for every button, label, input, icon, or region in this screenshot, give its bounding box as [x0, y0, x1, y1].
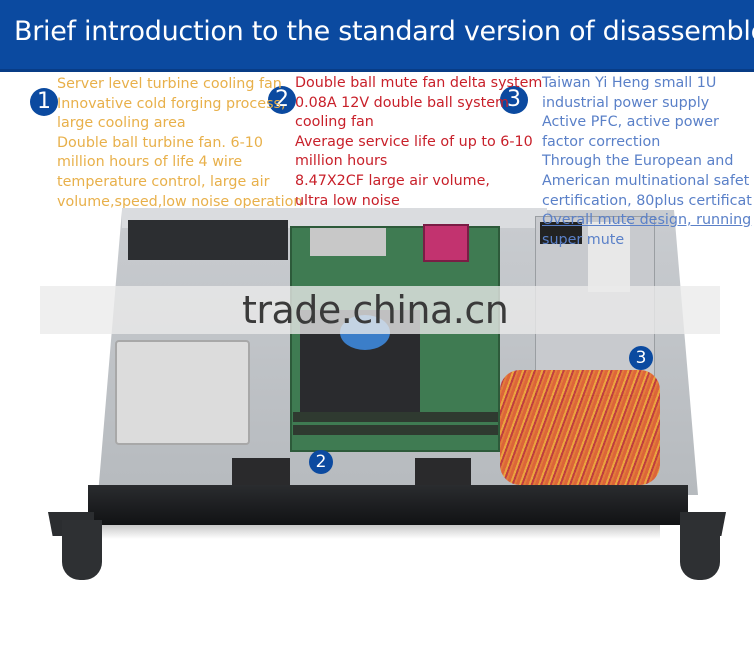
handle-left	[62, 520, 102, 580]
parallel-port	[423, 224, 469, 262]
front-fan	[415, 458, 471, 488]
callout-2-line: 0.08A 12V double ball system	[295, 94, 509, 111]
page-title: Brief introduction to the standard versi…	[14, 16, 754, 47]
callout-badge-1: 1	[30, 88, 58, 116]
callout-3-line: super mute	[542, 231, 625, 248]
callout-3-line: Through the European and	[542, 153, 734, 170]
callout-badge-3: 3	[500, 86, 528, 114]
callout-3-line: Overall mute design, running	[542, 212, 752, 229]
callout-1-line: temperature control, large air	[57, 173, 270, 190]
callout-3-line: factor correction	[542, 133, 661, 150]
callout-1-line: Server level turbine cooling fan	[57, 76, 282, 92]
psu-wire-bundle	[500, 370, 660, 485]
callout-3-line: industrial power supply	[542, 94, 710, 111]
ram-slot	[293, 412, 498, 422]
callout-badge-2: 2	[268, 86, 296, 114]
callout-2-line: ultra low noise	[295, 192, 400, 209]
callout-3-line: Active PFC, active power	[542, 114, 719, 131]
front-fan	[232, 458, 290, 490]
callout-2-line: Average service life of up to 6-10	[295, 133, 533, 150]
callout-3-line: certification, 80plus certificat	[542, 192, 752, 209]
callout-2-line: Double ball mute fan delta system	[295, 75, 543, 91]
marker-3-badge: 3	[629, 346, 653, 370]
callout-3-line: American multinational safet	[542, 172, 750, 189]
callout-3-line: Taiwan Yi Heng small 1U	[542, 75, 717, 91]
callout-3-text: Taiwan Yi Heng small 1U industrial power…	[542, 74, 752, 250]
handle-right	[680, 520, 720, 580]
callout-1-text: Server level turbine cooling fan Innovat…	[57, 75, 302, 212]
callout-2-line: million hours	[295, 153, 388, 170]
psu-label	[588, 222, 630, 292]
callout-2-line: 8.47X2CF large air volume,	[295, 172, 490, 189]
callout-1-line: large cooling area	[57, 115, 186, 132]
psu-switch	[540, 222, 582, 244]
front-panel	[88, 485, 688, 525]
turbine-fans	[128, 220, 288, 260]
header-banner: Brief introduction to the standard versi…	[0, 0, 754, 72]
callout-1-line: Innovative cold forging process,	[57, 95, 286, 112]
callout-1-line: Double ball turbine fan. 6-10	[57, 134, 263, 151]
ram-slot	[293, 425, 498, 435]
callout-2-text: Double ball mute fan delta system 0.08A …	[295, 74, 542, 211]
server-chassis-photo: trade.china.cn 2 3	[0, 200, 754, 620]
callout-1-line: volume,speed,low noise operation	[57, 193, 303, 210]
marker-2-badge: 2	[309, 450, 333, 474]
chassis-shadow	[100, 525, 660, 539]
watermark-strip	[40, 286, 720, 334]
hard-disk-drive	[115, 340, 250, 445]
io-ports	[310, 228, 386, 256]
callout-2-line: cooling fan	[295, 114, 374, 131]
watermark: trade.china.cn	[242, 288, 509, 332]
callout-1-line: million hours of life 4 wire	[57, 154, 243, 171]
